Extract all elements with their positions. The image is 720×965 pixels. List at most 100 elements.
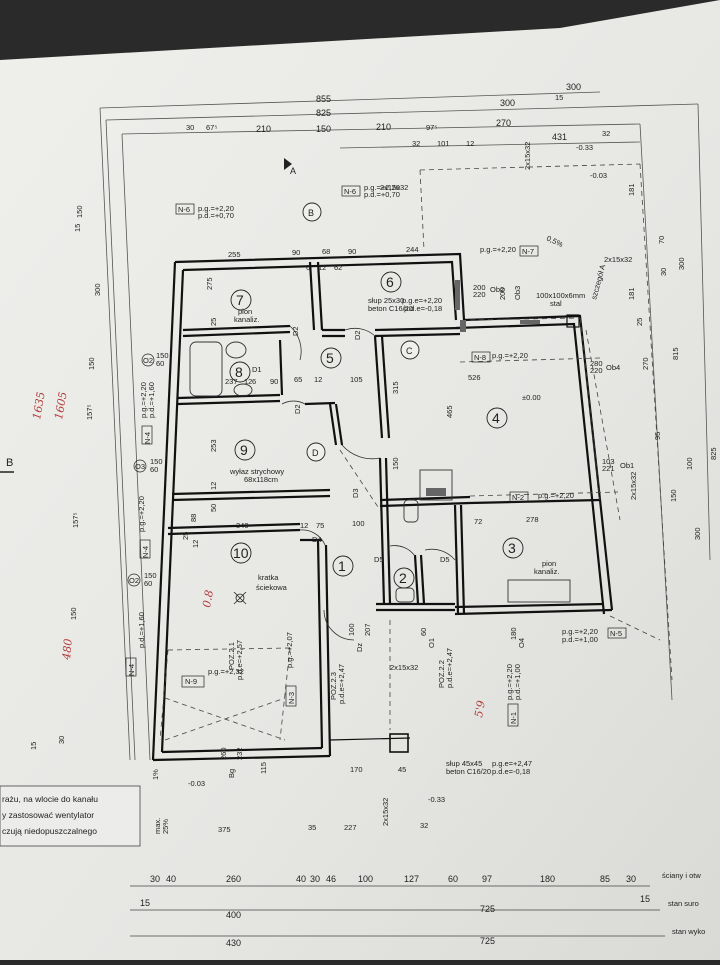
svg-text:465: 465 xyxy=(445,405,454,418)
svg-text:p.d.=+0,70: p.d.=+0,70 xyxy=(364,190,400,199)
svg-text:p.d.e=+2,47: p.d.e=+2,47 xyxy=(337,664,346,704)
svg-text:220: 220 xyxy=(473,290,486,299)
wall-hatches xyxy=(426,280,540,496)
svg-text:p.g.=+2,20: p.g.=+2,20 xyxy=(538,491,574,500)
svg-text:kanaliz.: kanaliz. xyxy=(534,567,559,576)
svg-text:Ob2: Ob2 xyxy=(490,285,504,294)
svg-text:D5: D5 xyxy=(440,555,450,564)
handwritten-480: 480 xyxy=(60,638,75,661)
svg-text:40: 40 xyxy=(296,874,306,884)
svg-text:O4: O4 xyxy=(517,638,526,648)
svg-text:115: 115 xyxy=(259,762,268,774)
svg-text:150: 150 xyxy=(150,457,163,466)
handwritten-59: 5'9 xyxy=(472,699,488,718)
svg-text:N-8: N-8 xyxy=(474,353,486,362)
svg-text:95: 95 xyxy=(653,432,662,440)
room-10: 10 xyxy=(233,545,249,561)
svg-text:60: 60 xyxy=(156,359,164,368)
dimension-lines-top xyxy=(99,91,711,761)
svg-text:15: 15 xyxy=(73,224,82,232)
svg-text:101: 101 xyxy=(437,139,450,148)
svg-text:88: 88 xyxy=(189,514,198,522)
svg-text:D3: D3 xyxy=(351,488,360,498)
svg-text:150: 150 xyxy=(69,607,78,620)
bottom-dimensions-row3: 430 725 xyxy=(226,936,495,948)
svg-text:103: 103 xyxy=(602,457,615,466)
svg-text:-0.03: -0.03 xyxy=(188,779,205,788)
svg-text:300: 300 xyxy=(500,98,515,108)
svg-text:p.d.=+1,00: p.d.=+1,00 xyxy=(513,664,522,700)
svg-text:32: 32 xyxy=(412,139,420,148)
svg-text:2x15x32: 2x15x32 xyxy=(381,798,390,826)
svg-text:180: 180 xyxy=(509,627,518,640)
bottom-label-walls: ściany i otw xyxy=(662,871,701,880)
svg-text:30: 30 xyxy=(659,268,668,276)
left-dimensions: 15 150 300 150 157⁵ 157⁵ 150 15 30 xyxy=(29,205,102,750)
svg-text:65: 65 xyxy=(294,375,302,384)
svg-text:D2: D2 xyxy=(291,326,300,336)
legend-line-2: y zastosować wentylator xyxy=(2,810,94,820)
svg-text:p.d.=+1,00: p.d.=+1,00 xyxy=(562,635,598,644)
svg-text:p.d.e=+2,47: p.d.e=+2,47 xyxy=(445,648,454,688)
svg-text:400: 400 xyxy=(226,910,241,920)
svg-text:25: 25 xyxy=(181,532,190,540)
svg-text:kanaliz.: kanaliz. xyxy=(234,315,259,324)
handwritten-08: 0.8 xyxy=(200,589,216,608)
svg-text:p.g.=+2,20: p.g.=+2,20 xyxy=(505,664,514,700)
svg-text:12: 12 xyxy=(318,263,326,272)
svg-text:220: 220 xyxy=(590,366,603,375)
svg-text:100x100x6mm: 100x100x6mm xyxy=(536,291,585,300)
svg-text:12: 12 xyxy=(209,482,218,490)
porch-edge xyxy=(329,737,411,741)
svg-text:207: 207 xyxy=(363,623,372,636)
svg-text:2x15x32: 2x15x32 xyxy=(380,183,408,192)
svg-text:30: 30 xyxy=(57,736,66,744)
opening-marks: O2 150 60 O3 150 60 O2 150 60 200 220 Ob… xyxy=(127,283,634,778)
svg-text:60: 60 xyxy=(419,628,428,636)
svg-text:181: 181 xyxy=(627,287,636,300)
svg-text:526: 526 xyxy=(468,373,481,382)
svg-text:wyłaz strychowy: wyłaz strychowy xyxy=(229,467,284,476)
svg-text:300: 300 xyxy=(566,82,581,92)
svg-text:237: 237 xyxy=(225,377,238,386)
room-1: 1 xyxy=(338,558,346,574)
svg-text:90: 90 xyxy=(270,377,278,386)
svg-text:12: 12 xyxy=(466,139,474,148)
svg-text:100: 100 xyxy=(347,623,356,636)
bottom-dimensions-row1: 30 40 260 40 30 46 100 127 60 97 180 85 … xyxy=(150,874,636,884)
svg-text:N-6: N-6 xyxy=(178,205,190,214)
drain-symbol xyxy=(233,591,247,605)
svg-text:12: 12 xyxy=(191,540,200,548)
svg-text:100: 100 xyxy=(352,519,365,528)
section-a-arrow xyxy=(284,158,292,170)
svg-text:50: 50 xyxy=(209,504,218,512)
axis-d-circle: D xyxy=(312,448,319,458)
svg-text:244: 244 xyxy=(406,245,419,254)
room-3: 3 xyxy=(508,540,516,556)
svg-text:p.d.e=-0,18: p.d.e=-0,18 xyxy=(404,304,442,313)
svg-text:p.g.=+2,20: p.g.=+2,20 xyxy=(562,627,598,636)
svg-text:90: 90 xyxy=(292,248,300,257)
svg-text:-0.33: -0.33 xyxy=(576,143,593,152)
svg-text:157⁵: 157⁵ xyxy=(85,404,94,420)
svg-text:N-4: N-4 xyxy=(127,664,136,676)
svg-text:12: 12 xyxy=(300,521,308,530)
svg-text:127: 127 xyxy=(404,874,419,884)
svg-text:p.g.=+2,20: p.g.=+2,20 xyxy=(139,382,148,418)
svg-text:N-5: N-5 xyxy=(610,629,622,638)
column-45x45 xyxy=(389,733,409,753)
svg-text:N-1: N-1 xyxy=(509,712,518,724)
svg-text:stal: stal xyxy=(550,299,562,308)
svg-text:p.d.=+1,60: p.d.=+1,60 xyxy=(137,612,146,648)
svg-text:N-4: N-4 xyxy=(141,546,150,558)
room-7: 7 xyxy=(236,292,244,308)
svg-text:275: 275 xyxy=(205,277,214,290)
svg-text:97: 97 xyxy=(482,874,492,884)
svg-text:300: 300 xyxy=(693,527,702,540)
svg-text:260: 260 xyxy=(226,874,241,884)
svg-text:97⁵: 97⁵ xyxy=(426,123,437,132)
axis-a-label: A xyxy=(290,166,296,176)
axis-markers xyxy=(302,202,420,462)
svg-text:280: 280 xyxy=(590,359,603,368)
